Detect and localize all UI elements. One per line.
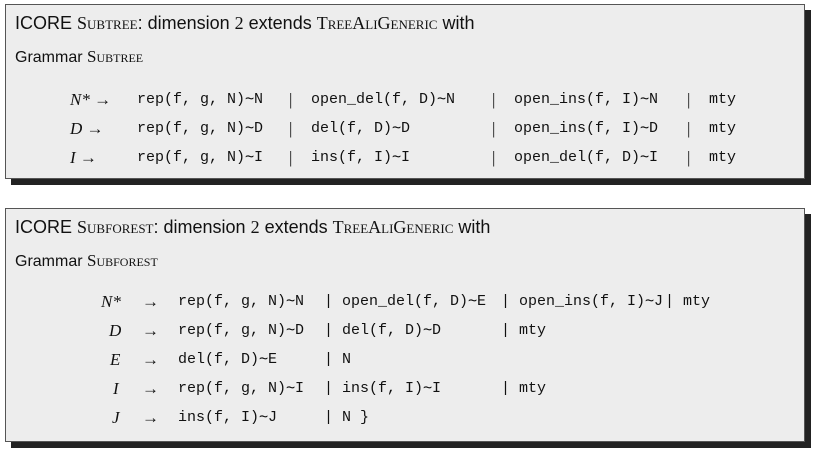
alt-separator: | <box>289 148 293 167</box>
panel-title: ICORE Subforest: dimension 2 extends Tre… <box>15 217 491 237</box>
arrow: → <box>142 379 159 398</box>
production-alt: rep(f, g, N)∼I <box>178 380 305 397</box>
production-lhs: D <box>109 321 122 340</box>
alt-separator: | <box>289 90 293 109</box>
production-lhs: N* → <box>70 90 112 109</box>
arrow: → <box>142 292 159 311</box>
production-lhs: J <box>112 408 120 427</box>
subforest-panel: ICORE Subforest: dimension 2 extends Tre… <box>5 208 805 442</box>
arrow: → <box>142 408 159 427</box>
production-alt: open_del(f, D)∼I <box>514 149 659 166</box>
panel-title: ICORE Subtree: dimension 2 extends TreeA… <box>15 13 475 33</box>
production-lhs: E <box>110 350 121 369</box>
production-alt: | mty <box>501 380 547 397</box>
production-alt: | mty <box>501 322 547 339</box>
production-lhs: N* <box>101 292 121 311</box>
production-lhs: I <box>113 379 119 398</box>
production-lhs: D → <box>70 119 104 138</box>
production-alt: mty <box>709 120 737 137</box>
production-alt: | del(f, D)∼D <box>324 322 442 339</box>
arrow: → <box>142 350 159 369</box>
production-alt: open_ins(f, I)∼N <box>514 91 659 108</box>
alt-separator: | <box>289 119 293 138</box>
production-alt: del(f, D)∼E <box>178 351 278 368</box>
production-lhs: I → <box>70 148 97 167</box>
alt-separator: | <box>492 148 496 167</box>
production-alt: mty <box>709 149 737 166</box>
production-alt: | open_del(f, D)∼E <box>324 293 487 310</box>
production-alt: mty <box>709 91 737 108</box>
production-alt: ins(f, I)∼I <box>311 149 411 166</box>
subtree-panel: ICORE Subtree: dimension 2 extends TreeA… <box>5 4 805 179</box>
alt-separator: | <box>687 148 691 167</box>
production-alt: open_ins(f, I)∼D <box>514 120 659 137</box>
production-alt: ins(f, I)∼J <box>178 409 278 426</box>
production-alt: | ins(f, I)∼I <box>324 380 442 397</box>
alt-separator: | <box>492 90 496 109</box>
production-alt: rep(f, g, N)∼I <box>137 149 264 166</box>
production-alt: rep(f, g, N)∼D <box>137 120 264 137</box>
production-alt: rep(f, g, N)∼D <box>178 322 305 339</box>
production-alt: | open_ins(f, I)∼J <box>501 293 664 310</box>
production-alt: | mty <box>665 293 711 310</box>
alt-separator: | <box>492 119 496 138</box>
production-alt: | N <box>324 351 352 368</box>
production-alt: del(f, D)∼D <box>311 120 411 137</box>
grammar-label: Grammar Subtree <box>15 47 144 66</box>
production-alt: rep(f, g, N)∼N <box>178 293 305 310</box>
production-alt: rep(f, g, N)∼N <box>137 91 264 108</box>
alt-separator: | <box>687 119 691 138</box>
grammar-label: Grammar Subforest <box>15 251 158 270</box>
production-alt: | N } <box>324 409 370 426</box>
alt-separator: | <box>687 90 691 109</box>
arrow: → <box>142 321 159 340</box>
production-alt: open_del(f, D)∼N <box>311 91 456 108</box>
